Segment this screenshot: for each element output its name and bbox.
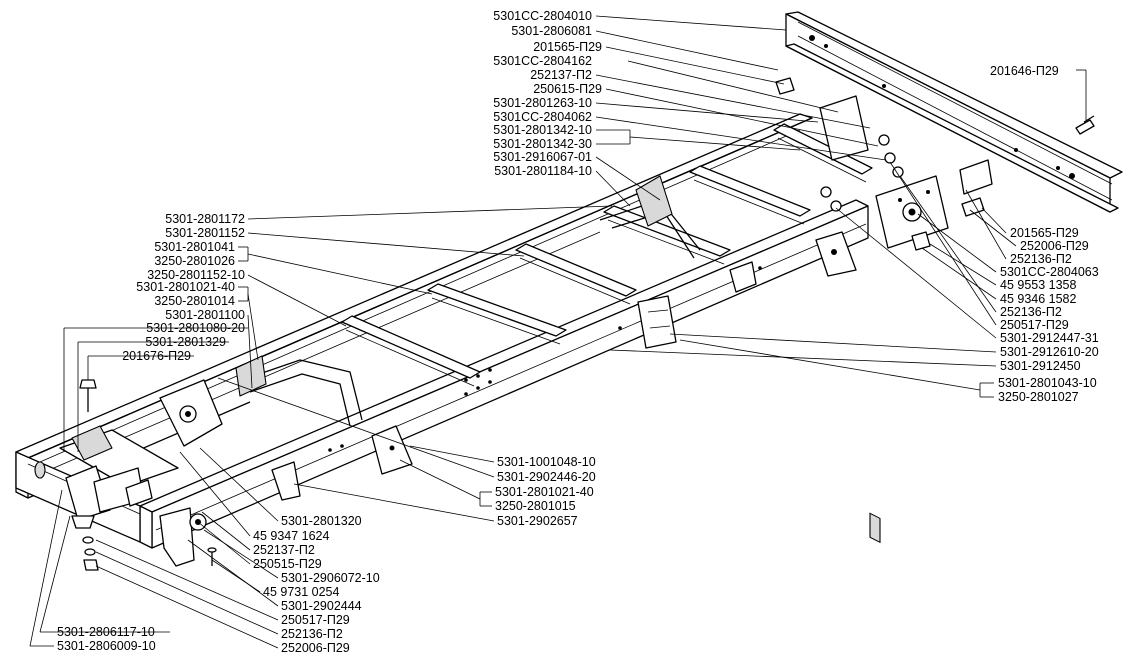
part-label: 3250-2801015 <box>495 499 576 513</box>
part-label: 5301-2806081 <box>511 24 592 38</box>
part-number-labels: 5301СС-2804010 5301-2806081 201565-П29 5… <box>57 9 1099 655</box>
part-label: 5301-2801320 <box>281 514 362 528</box>
fasteners-bottom <box>71 515 99 571</box>
part-label: 5301-2801342-30 <box>493 137 592 151</box>
rear-spring-bracket <box>875 159 993 251</box>
part-label: 5301СС-2804162 <box>493 54 592 68</box>
part-label: 5301-2801152 <box>165 226 245 240</box>
part-label: 5301-2806009-10 <box>57 639 156 653</box>
frame-illustration <box>15 11 1123 571</box>
side-brackets <box>271 231 857 501</box>
part-label: 45 9347 1624 <box>253 529 330 543</box>
part-label: 5301-2801021-40 <box>495 485 594 499</box>
x-brace <box>599 175 701 259</box>
part-label: 5301-2902444 <box>281 599 362 613</box>
part-label: 252136-П2 <box>1010 252 1072 266</box>
part-label: 5301-2806117-10 <box>57 625 155 639</box>
part-label: 250517-П29 <box>1000 318 1069 332</box>
part-label: 5301-2906072-10 <box>281 571 380 585</box>
part-label: 5301-2916067-01 <box>493 150 592 164</box>
part-label: 252137-П2 <box>530 68 592 82</box>
part-label: 250615-П29 <box>533 82 602 96</box>
part-label: 5301-2801342-10 <box>493 123 592 137</box>
part-label: 3250-2801152-10 <box>147 268 245 282</box>
part-label: 5301-2801021-40 <box>136 280 235 294</box>
part-label: 5301-2912447-31 <box>1000 331 1099 345</box>
front-spring-bracket <box>59 379 223 487</box>
part-label: 5301-2801043-10 <box>998 376 1097 390</box>
part-label: 250517-П29 <box>281 613 350 627</box>
part-label: 5301-2902657 <box>497 514 578 528</box>
part-label: 45 9731 0254 <box>263 585 340 599</box>
part-label: 5301-2801041 <box>154 240 235 254</box>
part-label: 5301СС-2804010 <box>493 9 592 23</box>
part-label: 5301-2801080-20 <box>146 321 245 335</box>
part-label: 5301СС-2804062 <box>493 110 592 124</box>
part-label: 252006-П29 <box>281 641 350 655</box>
rear-bumper-beam <box>785 11 1123 543</box>
rear-upper-bracket <box>775 77 904 212</box>
part-label: 5301СС-2804063 <box>1000 265 1099 279</box>
part-label: 5301-2912450 <box>1000 359 1081 373</box>
part-label: 5301-2912610-20 <box>1000 345 1099 359</box>
bolt-201646 <box>1075 115 1095 135</box>
part-label: 5301-2801184-10 <box>494 164 592 178</box>
right-side-member <box>139 199 869 549</box>
leader-lines <box>29 15 1087 649</box>
part-label: 252137-П2 <box>253 543 315 557</box>
part-label: 3250-2801027 <box>998 390 1079 404</box>
part-label: 3250-2801014 <box>154 294 235 308</box>
part-label: 3250-2801026 <box>154 254 235 268</box>
part-label: 5301-2801329 <box>145 335 226 349</box>
part-label: 201565-П29 <box>533 40 602 54</box>
part-label: 201565-П29 <box>1010 226 1079 240</box>
part-label: 5301-1001048-10 <box>497 455 596 469</box>
part-label: 252136-П2 <box>1000 305 1062 319</box>
part-label: 201676-П29 <box>122 349 191 363</box>
part-label: 250515-П29 <box>253 557 322 571</box>
tow-hook-group <box>65 379 153 521</box>
part-label: 252136-П2 <box>281 627 343 641</box>
tube-cross-members <box>341 123 873 387</box>
part-label: 45 9553 1358 <box>1000 278 1077 292</box>
part-label: 5301-2801100 <box>165 308 245 322</box>
part-label: 5301-2902446-20 <box>497 470 596 484</box>
part-label: 252006-П29 <box>1020 239 1089 253</box>
part-label: 45 9346 1582 <box>1000 292 1077 306</box>
part-label: 201646-П29 <box>990 64 1059 78</box>
part-label: 5301-2801263-10 <box>493 96 592 110</box>
part-label: 5301-2801172 <box>165 212 245 226</box>
